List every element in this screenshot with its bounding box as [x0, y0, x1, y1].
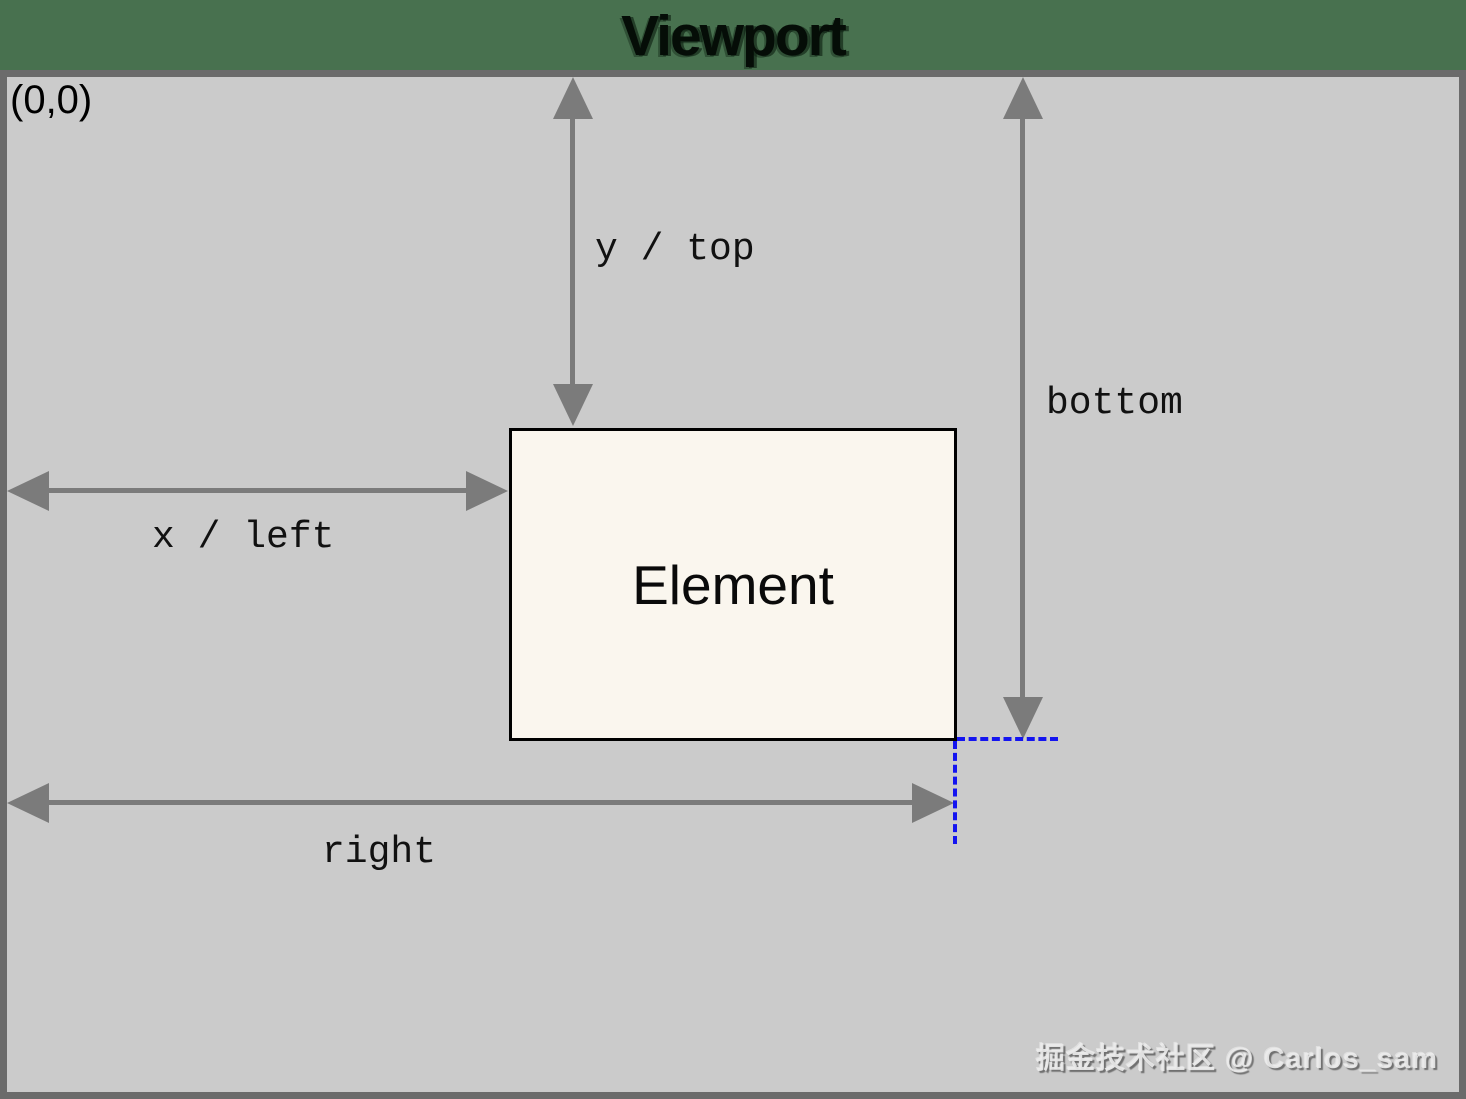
corner-guide-vertical [953, 741, 957, 844]
y-top-arrow [553, 77, 593, 426]
bottom-label: bottom [1046, 382, 1183, 425]
diagram-title: Viewport [621, 4, 847, 68]
x-left-label: x / left [152, 516, 335, 559]
arrowhead-up-icon [1003, 77, 1043, 119]
arrow-shaft [570, 115, 575, 388]
arrowhead-down-icon [553, 384, 593, 426]
right-arrow [7, 783, 954, 823]
corner-guide-horizontal [957, 737, 1058, 741]
element-box: Element [509, 428, 957, 741]
arrowhead-right-icon [912, 783, 954, 823]
arrowhead-right-icon [466, 471, 508, 511]
arrow-shaft [45, 800, 916, 805]
x-left-arrow [7, 471, 508, 511]
arrowhead-up-icon [553, 77, 593, 119]
arrow-shaft [1020, 115, 1025, 701]
watermark: 掘金技术社区 @ Carlos_sam [1036, 1043, 1438, 1075]
arrow-shaft [45, 488, 470, 493]
right-label: right [322, 831, 437, 874]
origin-label: (0,0) [10, 78, 93, 122]
arrowhead-left-icon [7, 783, 49, 823]
element-label: Element [632, 553, 834, 616]
arrowhead-down-icon [1003, 697, 1043, 739]
bottom-arrow [1003, 77, 1043, 739]
y-top-label: y / top [595, 228, 755, 271]
arrowhead-left-icon [7, 471, 49, 511]
